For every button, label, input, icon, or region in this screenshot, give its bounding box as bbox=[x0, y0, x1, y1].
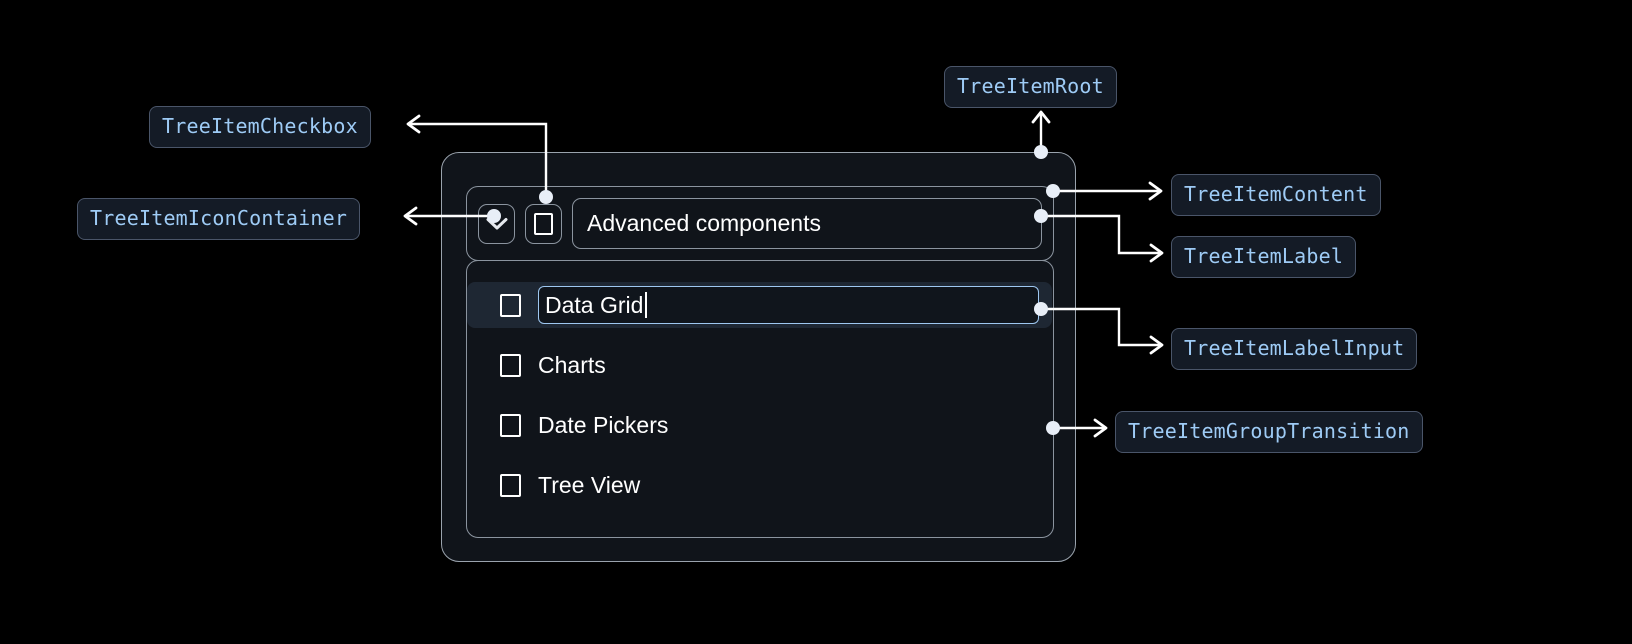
tree-row-tree-view[interactable]: Tree View bbox=[467, 462, 1053, 508]
checkbox-unchecked-icon[interactable] bbox=[500, 353, 521, 377]
checkbox-unchecked-icon[interactable] bbox=[500, 293, 521, 317]
tree-item-label[interactable]: Advanced components bbox=[572, 198, 1042, 249]
tree-item-label-input[interactable]: Data Grid bbox=[538, 286, 1039, 324]
checkbox-unchecked-icon[interactable] bbox=[500, 473, 521, 497]
annotation-tree-item-checkbox: TreeItemCheckbox bbox=[149, 106, 371, 148]
checkbox-unchecked-icon bbox=[534, 212, 553, 235]
tree-item-label-text: Advanced components bbox=[587, 210, 821, 236]
annotation-tree-item-label: TreeItemLabel bbox=[1171, 236, 1357, 278]
tree-item-icon-container[interactable] bbox=[478, 203, 515, 244]
tree-row-label: Date Pickers bbox=[538, 411, 669, 438]
label-input-value: Data Grid bbox=[545, 291, 644, 318]
checkbox-unchecked-icon[interactable] bbox=[500, 413, 521, 437]
chevron-down-icon bbox=[486, 217, 508, 231]
tree-row-charts[interactable]: Charts bbox=[467, 342, 1053, 388]
tree-row-label: Tree View bbox=[538, 471, 641, 498]
tree-row-date-pickers[interactable]: Date Pickers bbox=[467, 402, 1053, 448]
annotation-tree-item-icon-container: TreeItemIconContainer bbox=[77, 198, 361, 240]
tree-item-checkbox[interactable] bbox=[525, 203, 562, 244]
tree-item-group-transition: Data Grid Charts Date Pickers Tree View bbox=[466, 260, 1054, 538]
tree-row-label: Charts bbox=[538, 351, 606, 378]
tree-item-content[interactable]: Advanced components bbox=[466, 186, 1054, 261]
annotation-tree-item-content: TreeItemContent bbox=[1171, 174, 1381, 216]
annotation-tree-item-label-input: TreeItemLabelInput bbox=[1171, 328, 1418, 370]
text-caret bbox=[645, 292, 647, 318]
tree-row-data-grid[interactable]: Data Grid bbox=[467, 282, 1052, 328]
annotation-tree-item-group-transition: TreeItemGroupTransition bbox=[1115, 411, 1423, 453]
annotation-tree-item-root: TreeItemRoot bbox=[944, 66, 1117, 108]
tree-item-root[interactable]: Advanced components Data Grid Charts Dat… bbox=[441, 152, 1076, 562]
